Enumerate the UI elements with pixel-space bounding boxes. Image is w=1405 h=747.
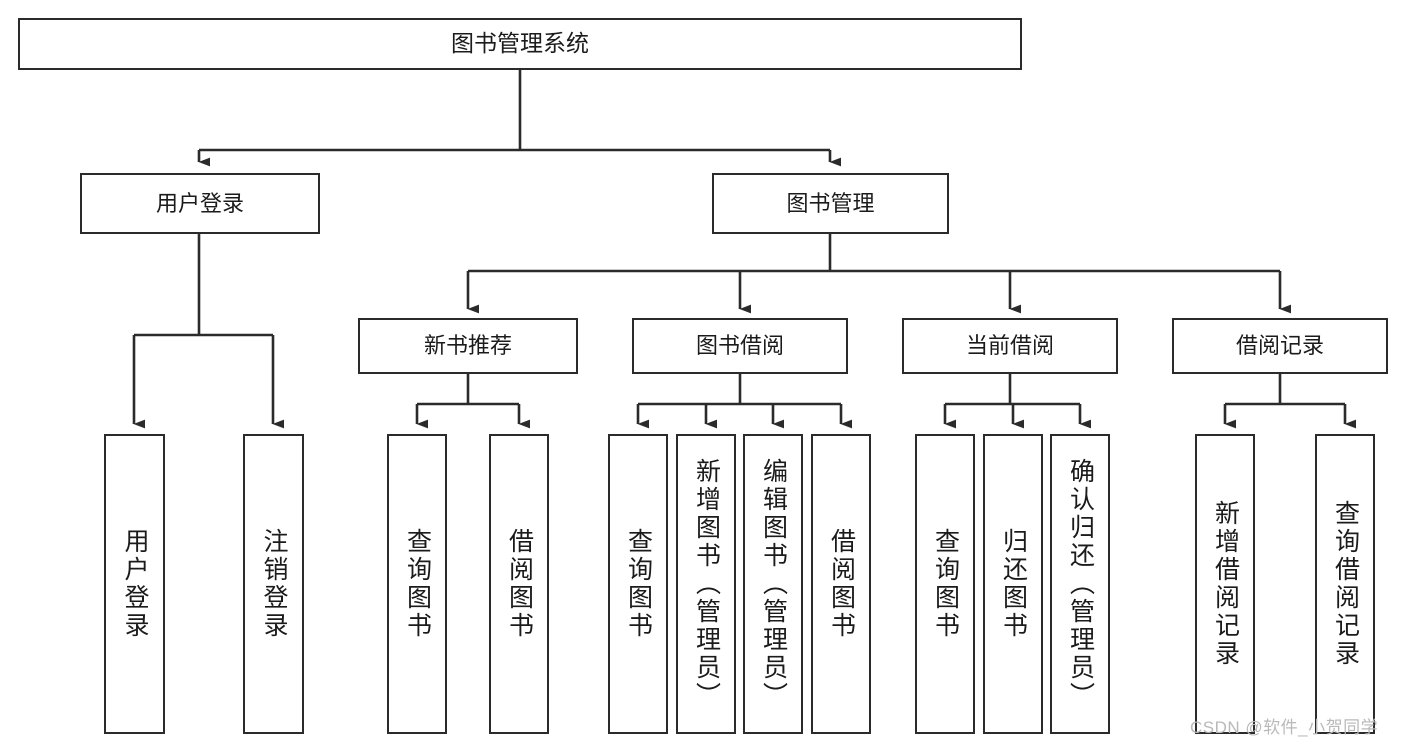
node-leaf-confirm-return[interactable]: 确认归还（管理员） (1050, 434, 1110, 734)
node-leaf-query-book-recommend[interactable]: 查询图书 (387, 434, 447, 734)
node-leaf-borrow-book-recommend[interactable]: 借阅图书 (489, 434, 549, 734)
node-borrow-record-label: 借阅记录 (1235, 333, 1324, 359)
node-root-system-label: 图书管理系统 (451, 30, 589, 57)
node-root-system[interactable]: 图书管理系统 (18, 18, 1022, 70)
node-leaf-confirm-return-label: 确认归还（管理员） (1066, 458, 1095, 710)
node-leaf-return-book[interactable]: 归还图书 (983, 434, 1043, 734)
node-leaf-add-book[interactable]: 新增图书（管理员） (676, 434, 736, 734)
node-new-book-recommend[interactable]: 新书推荐 (358, 318, 578, 374)
node-leaf-query-book-current-label: 查询图书 (931, 528, 960, 640)
node-new-book-recommend-label: 新书推荐 (423, 333, 512, 359)
node-leaf-logout-login-label: 注销登录 (260, 528, 288, 640)
node-leaf-logout-login[interactable]: 注销登录 (243, 434, 304, 734)
node-book-management-label: 图书管理 (786, 190, 875, 216)
node-leaf-add-record[interactable]: 新增借阅记录 (1195, 434, 1255, 734)
node-leaf-query-book-borrow[interactable]: 查询图书 (608, 434, 668, 734)
node-leaf-query-book-recommend-label: 查询图书 (403, 528, 432, 640)
node-leaf-user-login[interactable]: 用户登录 (104, 434, 165, 734)
node-leaf-borrow-book-recommend-label: 借阅图书 (505, 528, 534, 640)
node-current-borrow-label: 当前借阅 (965, 333, 1054, 359)
node-leaf-edit-book-label: 编辑图书（管理员） (759, 458, 788, 710)
node-leaf-user-login-label: 用户登录 (121, 528, 149, 640)
node-user-login-label: 用户登录 (155, 190, 244, 216)
csdn-watermark: CSDN @软件_小贺同学 (1190, 718, 1379, 737)
node-leaf-query-record-label: 查询借阅记录 (1331, 500, 1360, 668)
node-leaf-borrow-book-label: 借阅图书 (827, 528, 856, 640)
node-borrow-record[interactable]: 借阅记录 (1172, 318, 1388, 374)
node-leaf-edit-book[interactable]: 编辑图书（管理员） (743, 434, 803, 734)
node-leaf-query-record[interactable]: 查询借阅记录 (1315, 434, 1375, 734)
node-current-borrow[interactable]: 当前借阅 (902, 318, 1118, 374)
node-book-borrow-label: 图书借阅 (695, 333, 784, 359)
node-leaf-query-book-borrow-label: 查询图书 (624, 528, 653, 640)
node-leaf-add-book-label: 新增图书（管理员） (692, 458, 721, 710)
node-leaf-query-book-current[interactable]: 查询图书 (915, 434, 975, 734)
node-user-login[interactable]: 用户登录 (80, 173, 320, 234)
node-leaf-add-record-label: 新增借阅记录 (1211, 500, 1240, 668)
node-leaf-return-book-label: 归还图书 (999, 528, 1028, 640)
node-book-management[interactable]: 图书管理 (712, 173, 949, 234)
node-book-borrow[interactable]: 图书借阅 (632, 318, 848, 374)
node-leaf-borrow-book[interactable]: 借阅图书 (811, 434, 871, 734)
